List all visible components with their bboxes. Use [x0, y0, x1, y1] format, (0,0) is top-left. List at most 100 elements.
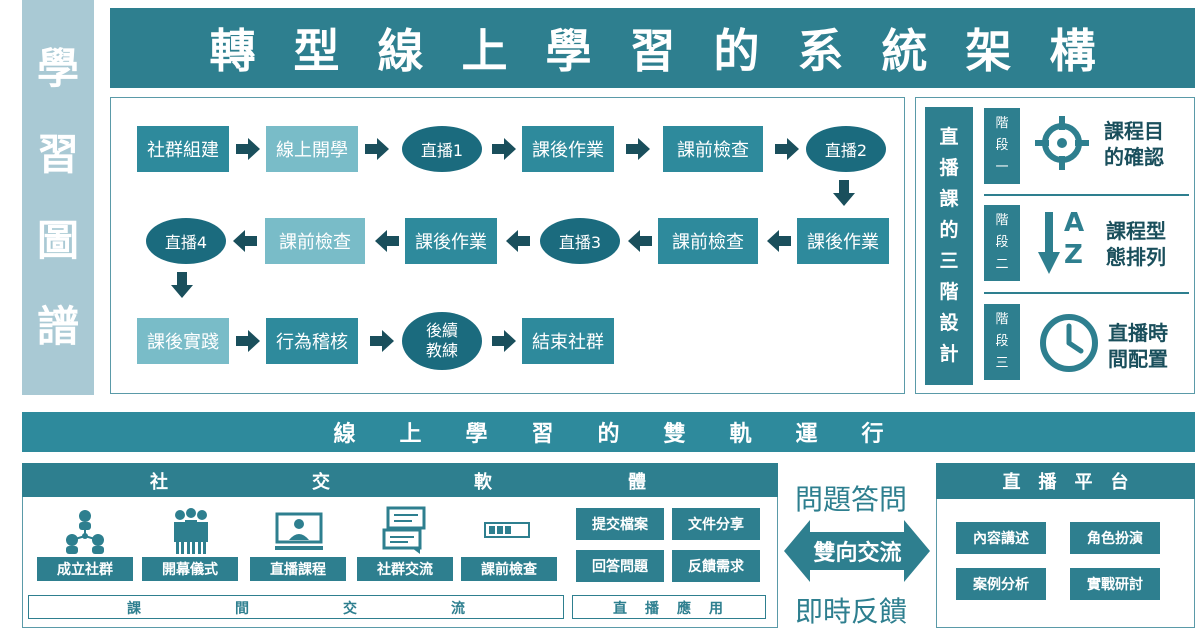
stage-vertical-char: 階 — [939, 281, 959, 303]
bar-char: 間 — [235, 601, 249, 617]
flow-node-homework: 課後作業 — [797, 218, 889, 264]
label-community-exchange: 社群交流 — [357, 557, 453, 581]
flow-node-behavior-audit: 行為稽核 — [266, 318, 358, 364]
bar-char: 應 — [677, 601, 691, 617]
stage-vertical-char: 的 — [939, 219, 959, 241]
bar-char: 交 — [343, 601, 357, 617]
flow-node-community-build: 社群組建 — [137, 126, 229, 172]
chat-bubbles-icon — [382, 506, 426, 554]
stage-label-1: 課程目 的確認 — [1104, 118, 1164, 170]
stage-tag-char: 階 — [995, 312, 1009, 327]
social-software-header: 社 交 軟 體 — [22, 463, 778, 497]
flow-node-practice: 課後實踐 — [137, 318, 229, 364]
platform-btn-workshop: 實戰研討 — [1070, 568, 1160, 600]
group-people-icon — [174, 508, 208, 554]
stage-label-line: 課程目 — [1104, 119, 1164, 143]
crosshair-icon — [1035, 116, 1089, 170]
stage-tag-char: 三 — [995, 356, 1009, 371]
bar-char: 流 — [451, 601, 465, 617]
stage-divider — [984, 292, 1189, 294]
stage-label-line: 間配置 — [1108, 347, 1168, 371]
live-btn-answer: 回答問題 — [576, 550, 664, 582]
double-arrow-icon — [784, 520, 930, 582]
stage-tag-char: 二 — [995, 257, 1009, 272]
flow-node-live-3: 直播3 — [540, 218, 620, 264]
stage-vertical-char: 直 — [939, 126, 959, 148]
label-create-community: 成立社群 — [37, 557, 133, 581]
flow-node-follow-line1: 後續 — [425, 321, 458, 340]
bar-char: 課 — [127, 601, 141, 617]
progress-bar-icon — [484, 522, 530, 538]
flow-arrow-right-icon — [236, 330, 260, 352]
stage-vertical-char: 課 — [939, 188, 959, 210]
bar-live-application: 直 播 應 用 — [572, 595, 766, 619]
flow-arrow-left-icon — [233, 230, 257, 252]
side-banner: 學 習 圖 譜 — [22, 0, 94, 395]
stage-label-line: 的確認 — [1104, 145, 1164, 169]
stage-label-line: 課程型 — [1106, 219, 1166, 243]
label-precheck: 課前檢查 — [461, 557, 557, 581]
stage-vertical-title: 直 播 課 的 三 階 設 計 — [925, 107, 973, 385]
flow-node-precheck: 課前檢查 — [658, 218, 758, 264]
stage-tag-3: 階 段 三 — [984, 304, 1020, 380]
stage-label-line: 直播時 — [1108, 321, 1168, 345]
stage-vertical-char: 播 — [939, 157, 959, 179]
side-banner-char: 譜 — [36, 301, 79, 351]
main-title: 轉型線上學習的系統架構 — [110, 8, 1195, 88]
stage-tag-2: 階 段 二 — [984, 205, 1020, 281]
instant-feedback-text: 即時反饋 — [795, 595, 908, 628]
stage-tag-char: 階 — [995, 116, 1009, 131]
flow-node-homework: 課後作業 — [522, 126, 614, 172]
stage-label-2: 課程型 態排列 — [1106, 218, 1166, 270]
live-btn-file-share: 文件分享 — [672, 508, 760, 540]
sort-letter-z: Z — [1064, 240, 1083, 270]
flow-node-online-opening: 線上開學 — [266, 126, 358, 172]
live-btn-feedback: 反饋需求 — [672, 550, 760, 582]
flow-node-follow-line2: 教練 — [425, 341, 458, 360]
flow-arrow-left-icon — [375, 230, 399, 252]
label-opening-ceremony: 開幕儀式 — [142, 557, 238, 581]
flow-arrow-right-icon — [492, 330, 516, 352]
stage-label-line: 態排列 — [1106, 245, 1166, 269]
stage-tag-char: 段 — [995, 334, 1009, 349]
live-btn-submit-file: 提交檔案 — [576, 508, 664, 540]
side-banner-char: 習 — [36, 129, 79, 179]
sort-az-icon: A Z — [1038, 208, 1098, 274]
platform-btn-roleplay: 角色扮演 — [1070, 522, 1160, 554]
stage-tag-char: 段 — [995, 138, 1009, 153]
flow-arrow-right-icon — [370, 330, 394, 352]
social-header-char: 體 — [628, 472, 646, 493]
platform-btn-case: 案例分析 — [956, 568, 1046, 600]
side-banner-char: 學 — [36, 43, 79, 93]
live-platform-header: 直播平台 — [936, 463, 1195, 499]
stage-tag-char: 一 — [995, 160, 1009, 175]
flow-node-close-community: 結束社群 — [522, 318, 614, 364]
flow-arrow-right-icon — [626, 138, 650, 160]
dual-track-title: 線上學習的雙軌運行 — [22, 412, 1195, 452]
side-banner-char: 圖 — [36, 215, 79, 265]
bar-class-exchange: 課 間 交 流 — [28, 595, 564, 619]
stage-label-3: 直播時 間配置 — [1108, 320, 1168, 372]
two-way-exchange-label: 雙向交流 — [813, 541, 902, 566]
flow-arrow-right-icon — [775, 138, 799, 160]
flow-arrow-right-icon — [365, 138, 389, 160]
bar-char: 直 — [613, 601, 627, 617]
platform-btn-content: 內容講述 — [956, 522, 1046, 554]
flow-node-live-4: 直播4 — [146, 218, 226, 264]
presenter-screen-icon — [275, 512, 323, 550]
flow-arrow-down-icon — [833, 180, 855, 206]
stage-tag-char: 段 — [995, 235, 1009, 250]
social-header-char: 軟 — [474, 472, 492, 493]
flow-arrow-down-icon — [171, 272, 193, 298]
flow-arrow-left-icon — [628, 230, 652, 252]
social-header-char: 交 — [312, 472, 330, 493]
flow-arrow-left-icon — [506, 230, 530, 252]
flow-arrow-right-icon — [236, 138, 260, 160]
clock-icon — [1040, 314, 1098, 372]
stage-panel — [915, 97, 1195, 394]
flow-node-live-2: 直播2 — [806, 126, 886, 172]
flow-node-homework: 課後作業 — [405, 218, 497, 264]
sort-letter-a: A — [1064, 208, 1085, 238]
flow-node-precheck: 課前檢查 — [265, 218, 365, 264]
stage-tag-char: 階 — [995, 213, 1009, 228]
